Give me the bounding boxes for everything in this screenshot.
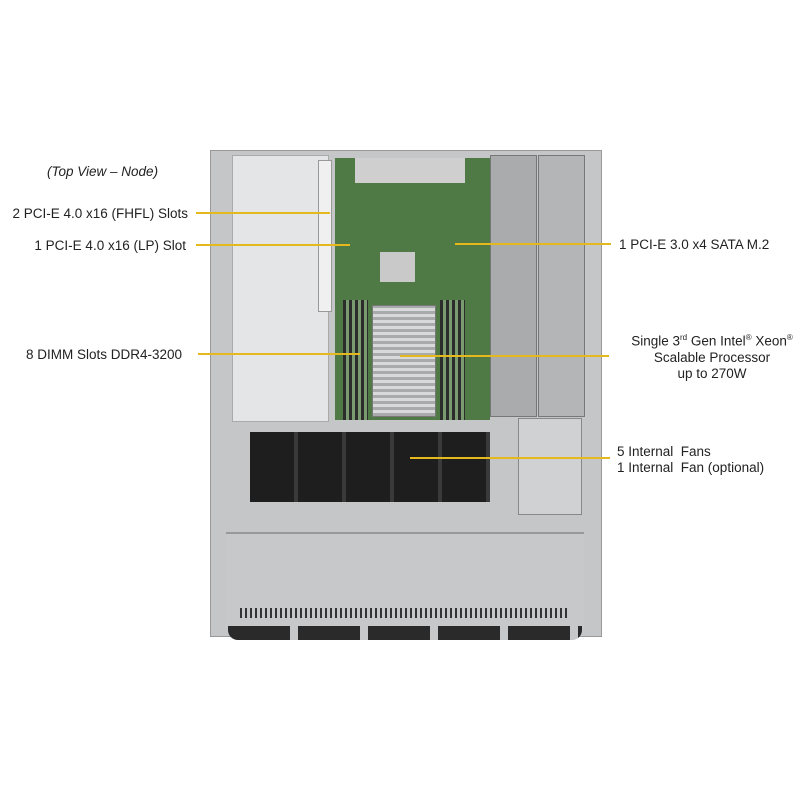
leader-line-dimm bbox=[198, 353, 360, 355]
callout-cpu-line2: Scalable Processor bbox=[653, 349, 771, 365]
chipset-heatsink bbox=[380, 252, 415, 282]
callout-m2: 1 PCI-E 3.0 x4 SATA M.2 bbox=[619, 237, 770, 252]
callout-fans: 5 Internal Fans 1 Internal Fan (optional… bbox=[617, 444, 764, 476]
leader-line-m2 bbox=[455, 243, 611, 245]
callout-pcie-lp: 1 PCI-E 4.0 x16 (LP) Slot bbox=[34, 238, 186, 253]
pcie-card bbox=[318, 160, 332, 312]
callout-pcie-fhfl: 2 PCI-E 4.0 x16 (FHFL) Slots bbox=[12, 206, 188, 221]
callout-cpu-line3: up to 270W bbox=[677, 365, 747, 381]
leader-line-pcie-lp bbox=[196, 244, 350, 246]
io-ports bbox=[355, 158, 465, 183]
dimm-slots-right bbox=[440, 300, 465, 420]
callout-fans-line1: 5 Internal Fans bbox=[617, 444, 711, 459]
callout-fans-line2: 1 Internal Fan (optional) bbox=[617, 460, 765, 475]
drive-bays bbox=[228, 626, 582, 640]
leader-line-cpu bbox=[400, 355, 609, 357]
drive-cage bbox=[518, 418, 582, 515]
callout-cpu: Single 3rd Gen Intel® Xeon® Scalable Pro… bbox=[622, 330, 800, 382]
callout-cpu-line1: Single 3rd Gen Intel® Xeon® bbox=[631, 333, 793, 349]
leader-line-fans bbox=[410, 457, 610, 459]
cpu-heatsink bbox=[372, 305, 436, 417]
dimm-slots-left bbox=[343, 300, 368, 420]
power-supply-2 bbox=[538, 155, 585, 417]
power-supply-1 bbox=[490, 155, 537, 417]
fan-row bbox=[250, 432, 490, 502]
callout-dimm: 8 DIMM Slots DDR4-3200 bbox=[25, 347, 182, 362]
view-caption: (Top View – Node) bbox=[47, 164, 159, 179]
front-vents bbox=[240, 608, 570, 618]
pcie-riser-area bbox=[232, 155, 329, 422]
leader-line-pcie-fhfl bbox=[196, 212, 330, 214]
